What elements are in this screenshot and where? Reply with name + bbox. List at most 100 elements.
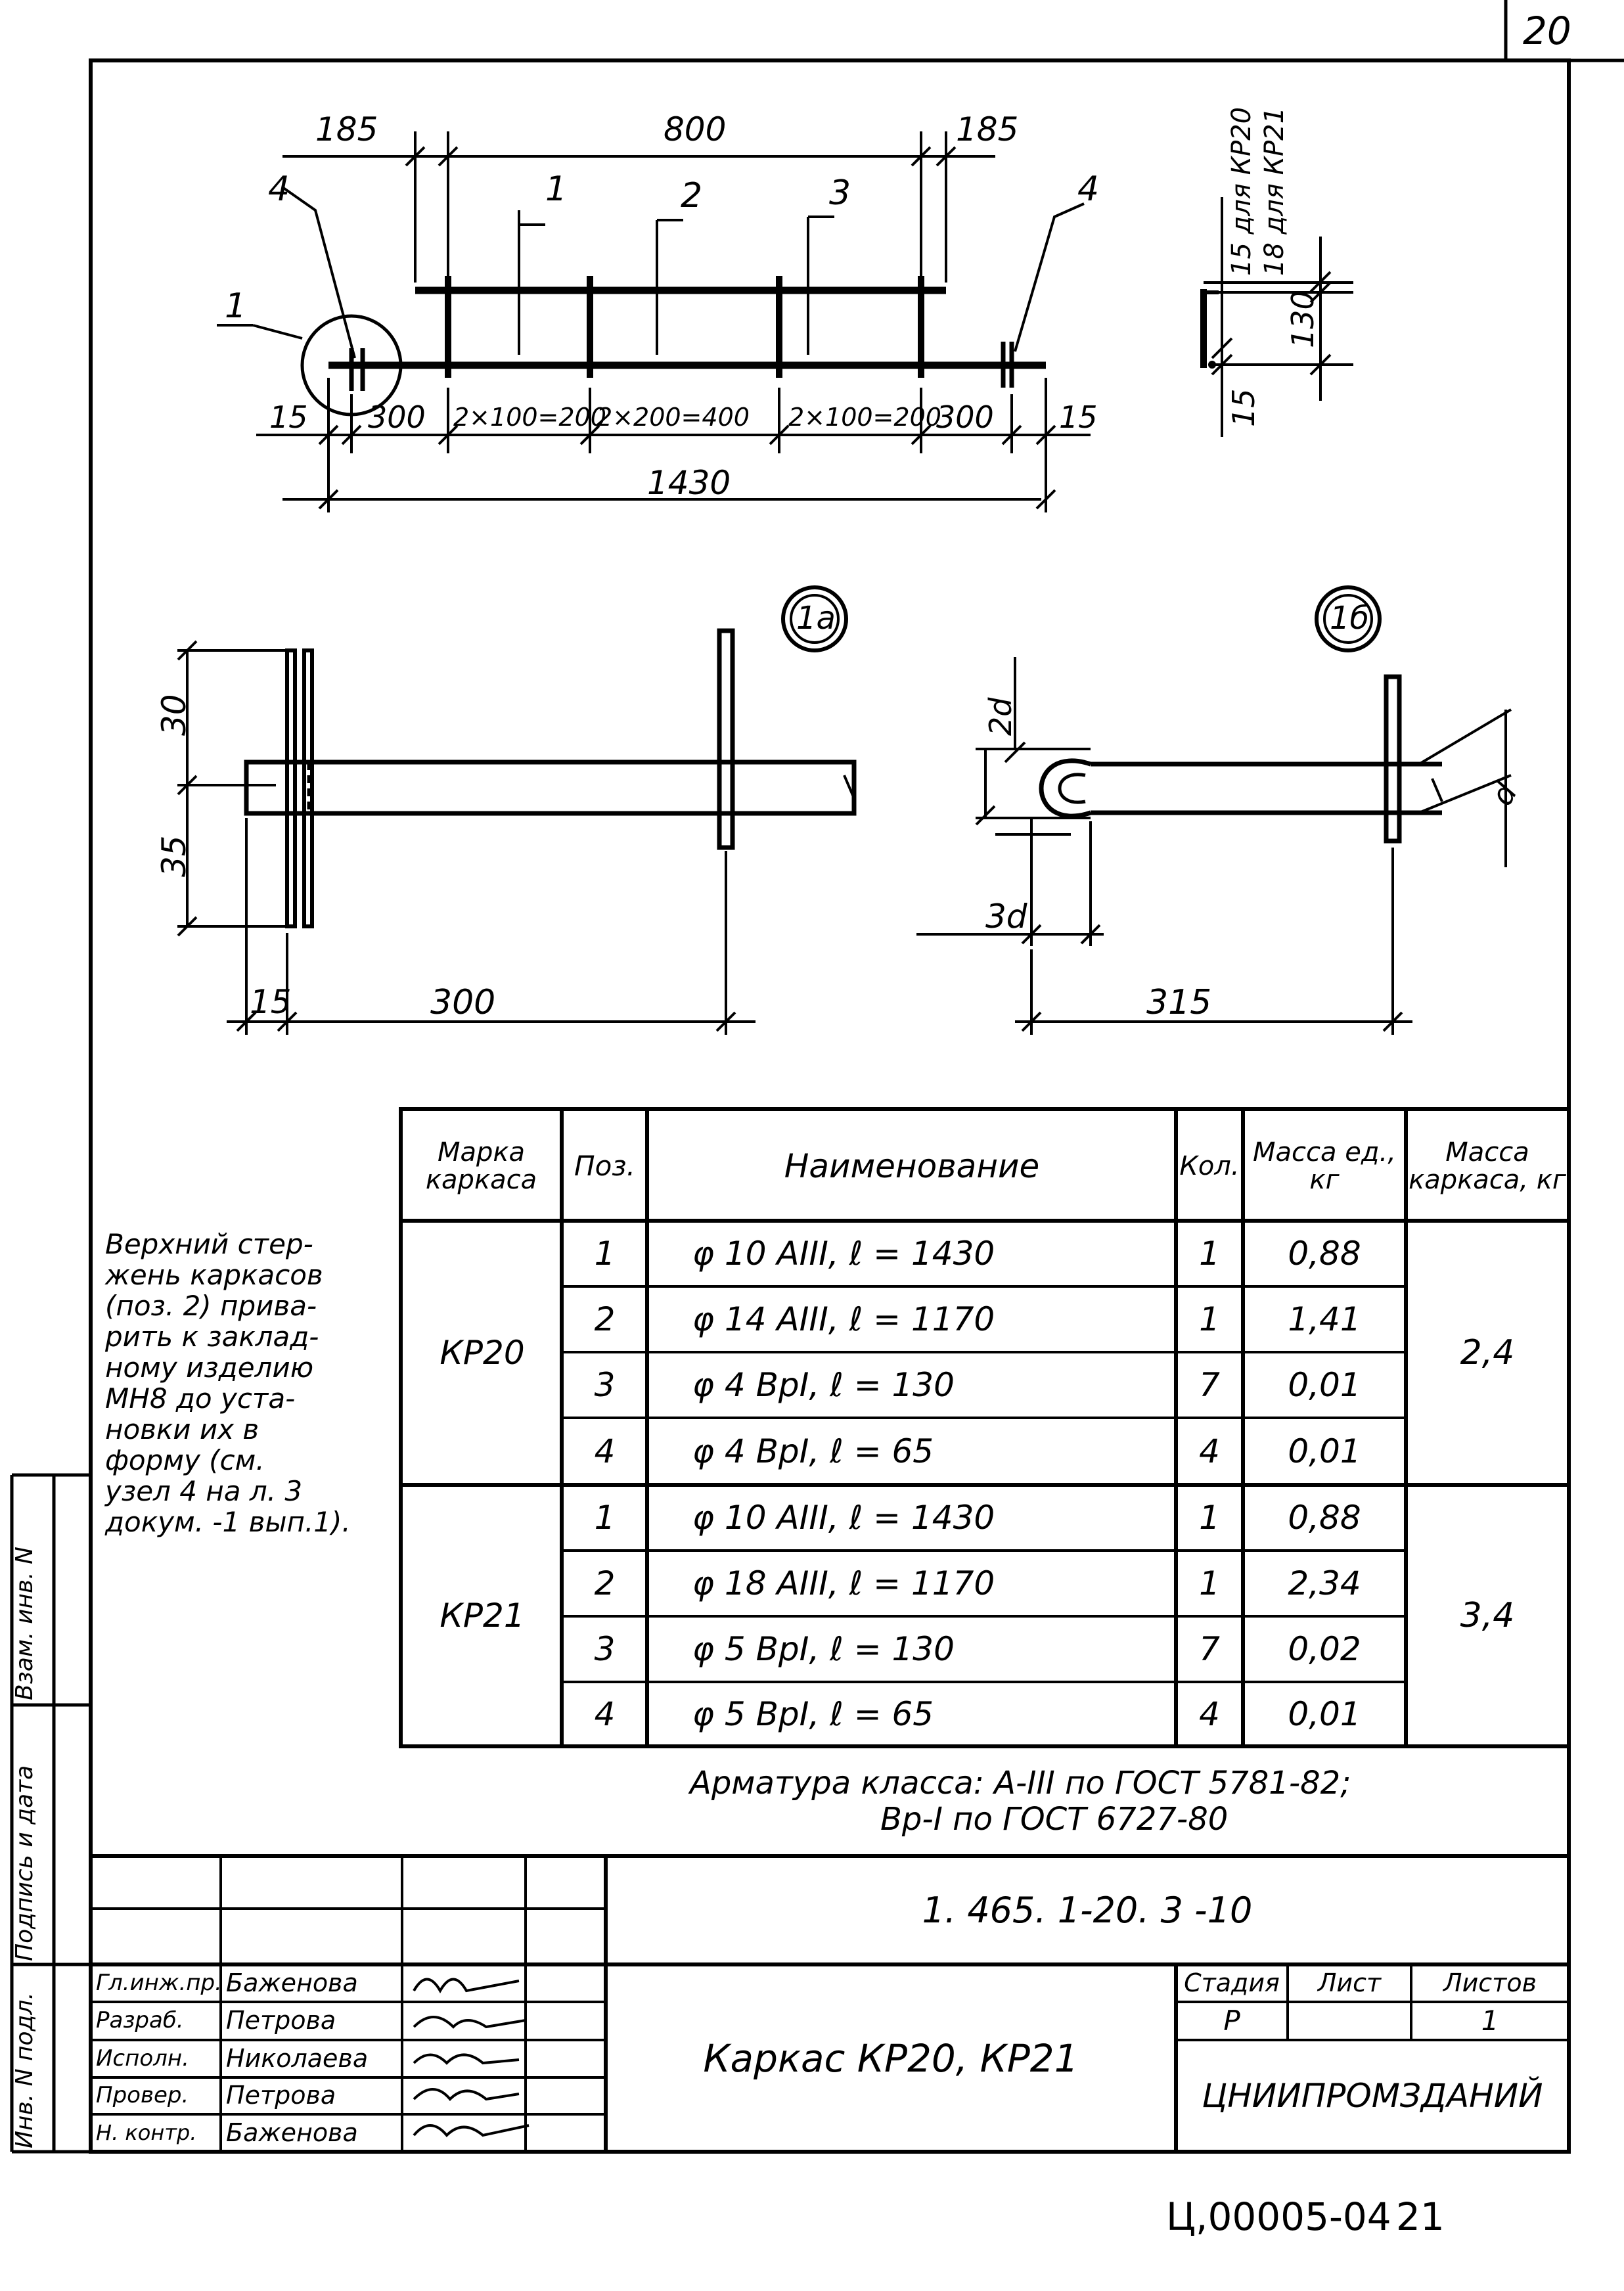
reinforcement-note-line1: Арматура класса: А-III по ГОСТ 5781-82;: [690, 1765, 1351, 1802]
dim-total-length: 1430: [647, 464, 731, 502]
staff-name: Баженова: [226, 1968, 358, 1998]
detail-1a-dim: 30: [155, 694, 193, 736]
dim-top-right: 185: [956, 110, 1019, 148]
sheets-label: Листов: [1443, 1968, 1537, 1998]
side-note-line: рить к заклад-: [105, 1321, 319, 1353]
position-label: 4: [1077, 170, 1100, 209]
row-name: φ 10 AIII, ℓ = 1430: [692, 1498, 995, 1537]
frame-mark: КР20: [440, 1333, 525, 1372]
row-name: φ 5 ВрI, ℓ = 130: [692, 1629, 955, 1668]
sheets-value: 1: [1481, 2004, 1499, 2037]
header-frame-mass: Масса каркаса, кг: [1409, 1137, 1566, 1195]
signatures: [413, 1978, 530, 2137]
dim-bottom: 2×100=200: [453, 403, 606, 432]
document-code: 1. 465. 1-20. 3 -10: [922, 1889, 1253, 1931]
staff-name: Петрова: [226, 2081, 336, 2110]
side-note: Верхний стер- жень каркасов (поз. 2) при…: [105, 1229, 394, 1537]
row-pos: 1: [594, 1498, 616, 1537]
header-name: Наименование: [784, 1146, 1040, 1185]
spec-table-grid: [399, 1107, 1571, 1748]
row-qty: 7: [1199, 1365, 1220, 1404]
row-mass: 0,01: [1288, 1432, 1361, 1470]
position-label: 1: [545, 170, 568, 209]
row-mass: 0,01: [1288, 1694, 1361, 1733]
detail-1b-dim: 2d: [983, 697, 1018, 736]
stage-value: Р: [1223, 2004, 1240, 2037]
stage-label: Стадия: [1184, 1968, 1280, 1998]
sheet-frame: [89, 58, 1571, 2154]
row-qty: 1: [1199, 1300, 1220, 1338]
side-note-line: жень каркасов: [105, 1259, 323, 1291]
detail-1b-dim: 315: [1146, 983, 1212, 1022]
row-qty: 4: [1199, 1432, 1220, 1470]
title-block-grid: [91, 1854, 1569, 2152]
section-dim-b: 18 для КР21: [1259, 106, 1290, 276]
row-pos: 4: [594, 1432, 616, 1470]
side-note-line: докум. -1 вып.1).: [105, 1506, 351, 1538]
dim-bottom: 300: [368, 399, 426, 435]
elevation-view: [217, 131, 1091, 512]
section-view: [1200, 197, 1353, 437]
dim-bottom: 2×200=400: [597, 403, 750, 432]
header-unit-mass: Масса ед., кг: [1253, 1137, 1396, 1195]
row-pos: 1: [594, 1234, 616, 1273]
section-dim-bot: 15: [1226, 388, 1261, 427]
organization: ЦНИИПРОМЗДАНИЙ: [1202, 2077, 1543, 2116]
side-note-line: МН8 до уста-: [105, 1382, 296, 1415]
row-name: φ 18 AIII, ℓ = 1170: [692, 1564, 995, 1602]
detail-1b-view: [916, 585, 1512, 1035]
row-qty: 1: [1199, 1564, 1220, 1602]
row-mass: 0,88: [1288, 1498, 1361, 1537]
header-mark: Марка каркаса: [425, 1137, 537, 1195]
footer-page: 21: [1396, 2194, 1445, 2239]
staff-name: Петрова: [226, 2006, 336, 2035]
row-mass: 0,88: [1288, 1234, 1361, 1273]
detail-1b-dim: 3d: [985, 897, 1027, 936]
row-pos: 3: [594, 1365, 616, 1404]
side-note-line: новки их в: [105, 1413, 259, 1445]
detail-1a-dim: 300: [430, 983, 496, 1022]
dim-bottom: 2×100=200: [788, 403, 941, 432]
staff-role: Провер.: [96, 2082, 189, 2109]
row-pos: 2: [594, 1300, 616, 1338]
row-mass: 0,01: [1288, 1365, 1361, 1404]
position-label: 2: [681, 176, 703, 215]
row-mass: 2,34: [1288, 1564, 1361, 1602]
row-mass: 0,02: [1288, 1629, 1361, 1668]
node-marker-label: 1: [225, 286, 247, 326]
margin-vzam-inv: Взам. инв. N: [11, 1547, 38, 1700]
row-qty: 4: [1199, 1694, 1220, 1733]
dim-top-left: 185: [315, 110, 378, 148]
side-note-line: (поз. 2) прива-: [105, 1290, 317, 1322]
frame-mark: КР21: [440, 1596, 525, 1635]
row-name: φ 10 AIII, ℓ = 1430: [692, 1234, 995, 1273]
section-dim-mid: 130: [1285, 290, 1320, 348]
frame-mass: 3,4: [1460, 1595, 1515, 1635]
dim-bottom: 300: [936, 399, 994, 435]
side-note-line: узел 4 на л. 3: [105, 1475, 303, 1507]
staff-name: Николаева: [226, 2044, 369, 2074]
section-dim-a: 15 для КР20: [1227, 106, 1257, 276]
row-pos: 3: [594, 1629, 616, 1668]
position-label: 3: [829, 173, 851, 213]
row-name: φ 14 AIII, ℓ = 1170: [692, 1300, 995, 1338]
dim-bottom: 15: [1059, 399, 1098, 435]
staff-name: Баженова: [226, 2118, 358, 2148]
staff-role: Гл.инж.пр.: [96, 1970, 222, 1997]
staff-role: Разраб.: [96, 2007, 184, 2034]
left-margin-strip: [10, 1473, 91, 2154]
sheet-label: Лист: [1317, 1968, 1382, 1998]
row-pos: 4: [594, 1694, 616, 1733]
staff-role: Н. контр.: [96, 2120, 197, 2146]
side-note-line: форму (см.: [105, 1444, 265, 1476]
reinforcement-note-line2: Вр-I по ГОСТ 6727-80: [880, 1801, 1229, 1838]
sheet-title: Каркас КР20, КР21: [703, 2035, 1079, 2081]
row-qty: 7: [1199, 1629, 1220, 1668]
staff-role: Исполн.: [96, 2045, 189, 2072]
detail-1b-marker: 1б: [1330, 600, 1370, 637]
frame-mass: 2,4: [1460, 1332, 1515, 1372]
archive-code: Ц,00005-04: [1166, 2194, 1391, 2239]
side-note-line: ному изделию: [105, 1351, 314, 1384]
